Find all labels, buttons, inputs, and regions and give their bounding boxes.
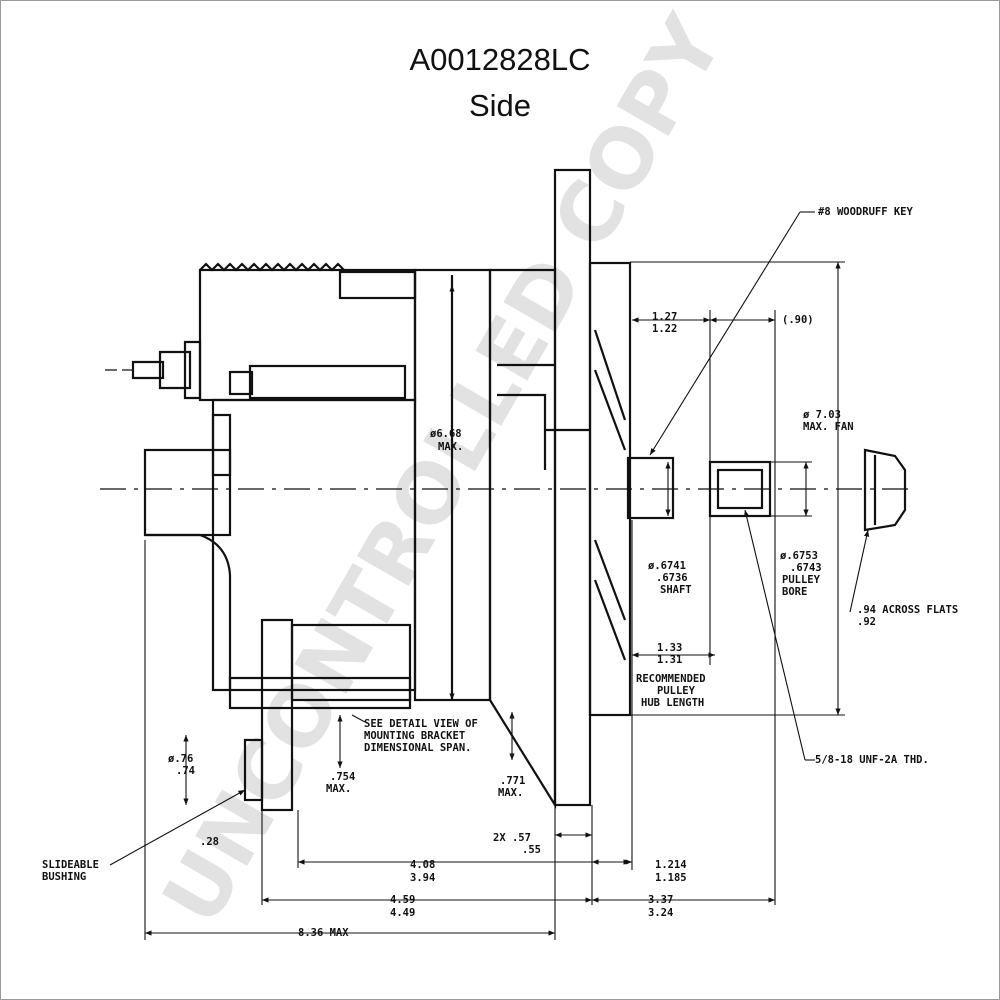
- label-127: 1.27: [652, 311, 677, 323]
- view-subtitle: Side: [468, 88, 532, 123]
- label-836: 8.36 MAX: [298, 927, 349, 939]
- nut: [863, 448, 907, 532]
- label-668-max: MAX.: [438, 441, 463, 453]
- label-bore-2: .6743: [790, 562, 822, 574]
- label-hub-131: 1.31: [657, 654, 682, 666]
- label-dia-76: ø.76: [168, 753, 193, 765]
- label-hub-3: HUB LENGTH: [641, 697, 704, 709]
- label-hub-133: 1.33: [657, 642, 682, 654]
- label-dia-74: .74: [176, 765, 195, 777]
- front-bracket-leg: [290, 623, 412, 702]
- leader-detail: [351, 714, 366, 723]
- label-shaft-1: ø.6741: [648, 560, 686, 572]
- label-slideable: SLIDEABLE: [42, 859, 99, 871]
- watermark-text: UNCONTROLLED COPY: [145, 0, 743, 940]
- label-394: 3.94: [410, 872, 435, 884]
- label-detail-3: DIMENSIONAL SPAN.: [364, 742, 471, 754]
- label-hub-2: PULLEY: [657, 685, 696, 697]
- label-shaft-2: .6736: [656, 572, 688, 584]
- label-bushing: BUSHING: [42, 871, 86, 883]
- leader-thread: [743, 509, 806, 761]
- slideable-bushing-part: [243, 738, 264, 802]
- rear-mount-web: [145, 533, 232, 690]
- leader-woodruff: [649, 211, 801, 456]
- label-408: 4.08: [410, 859, 435, 871]
- label-754: .754: [330, 771, 355, 783]
- rear-mount-ear: [211, 413, 232, 477]
- label-bore-3: PULLEY: [782, 574, 821, 586]
- label-flats-2: .92: [857, 616, 876, 628]
- label-thread: 5/8-18 UNF-2A THD.: [815, 754, 929, 766]
- leader-flats: [849, 529, 870, 613]
- terminal-post-a: [228, 370, 254, 396]
- label-bore-4: BORE: [782, 586, 807, 598]
- label-detail-1: SEE DETAIL VIEW OF: [364, 718, 478, 730]
- rear-cap-block: [338, 270, 417, 300]
- label-459: 4.59: [390, 894, 415, 906]
- label-hub-1: RECOMMENDED: [636, 673, 706, 685]
- rear-bracket-leg: [260, 618, 294, 812]
- terminal-bar: [248, 364, 407, 400]
- label-324: 3.24: [648, 907, 673, 919]
- label-668: ø6.68: [430, 428, 462, 440]
- front-frame-steps: [497, 363, 590, 470]
- label-bore-1: ø.6753: [780, 550, 818, 562]
- label-woodruff-key: #8 WOODRUFF KEY: [818, 206, 914, 218]
- rear-mount-block: [143, 448, 232, 537]
- label-337: 3.37: [648, 894, 673, 906]
- pulley-bore-inner: [716, 468, 764, 510]
- label-1185: 1.185: [655, 872, 687, 884]
- label-fan-dia: ø 7.03: [803, 409, 841, 421]
- dimension-lines: [109, 211, 870, 940]
- rear-housing: [198, 268, 417, 402]
- label-28: .28: [200, 836, 219, 848]
- label-detail-2: MOUNTING BRACKET: [364, 730, 465, 742]
- fan-blades: [593, 329, 627, 661]
- label-771-max: MAX.: [498, 787, 523, 799]
- label-2x57: 2X .57: [493, 832, 531, 844]
- label-754-max: MAX.: [326, 783, 351, 795]
- label-shaft-3: SHAFT: [660, 584, 692, 596]
- label-122: 1.22: [652, 323, 677, 335]
- label-449: 4.49: [390, 907, 415, 919]
- label-55: .55: [522, 844, 541, 856]
- label-90: (.90): [782, 314, 814, 326]
- label-flats-1: .94 ACROSS FLATS: [857, 604, 958, 616]
- label-771: .771: [500, 775, 525, 787]
- label-max-fan: MAX. FAN: [803, 421, 854, 433]
- alternator-body: [131, 168, 907, 812]
- fan-plate: [588, 261, 632, 717]
- label-1214: 1.214: [655, 859, 687, 871]
- bracket-base: [228, 676, 412, 710]
- drawing-title: A0012828LC: [409, 42, 591, 77]
- shaft-section: [626, 456, 675, 520]
- terminal-stud: [131, 340, 202, 400]
- rear-cap-ribs: [199, 262, 345, 272]
- dimension-labels: #8 WOODRUFF KEY 1.27 1.22 (.90) ø 7.03 M…: [42, 206, 958, 939]
- leader-bushing: [109, 789, 246, 866]
